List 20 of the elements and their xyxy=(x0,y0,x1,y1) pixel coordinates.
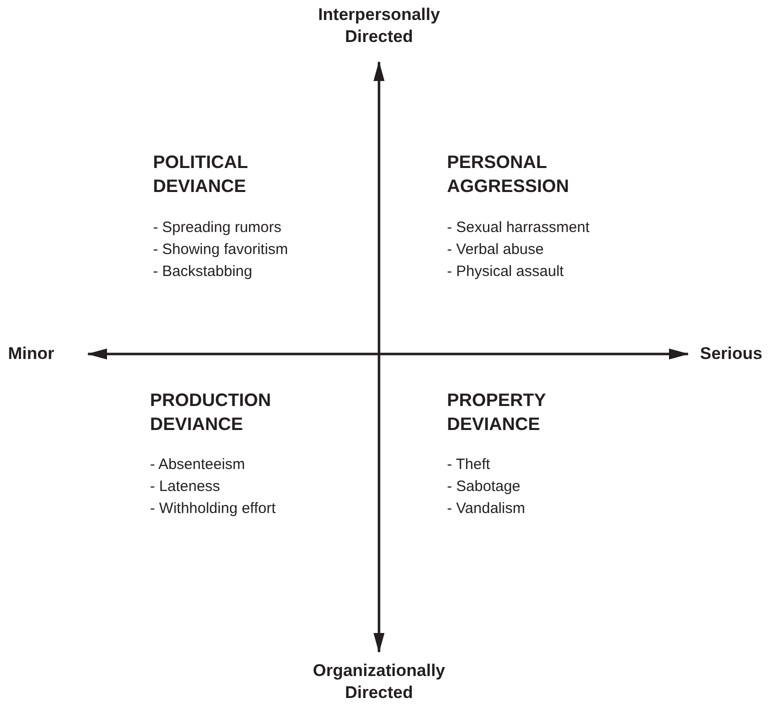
axis-label: Interpersonally Directed xyxy=(317,4,441,48)
quadrant-heading: PERSONAL AGGRESSION xyxy=(447,151,570,198)
list-item: - Spreading rumors xyxy=(153,218,282,238)
quadrant-heading: POLITICAL DEVIANCE xyxy=(153,151,249,198)
list-item: - Withholding effort xyxy=(150,499,276,519)
list-item: - Verbal abuse xyxy=(447,240,544,260)
list-item: - Theft xyxy=(447,455,490,475)
list-item: - Absenteeism xyxy=(150,455,246,475)
axis-label: Organizationally Directed xyxy=(312,660,446,704)
list-item: - Sexual harrassment xyxy=(447,218,590,238)
axis-label: Serious xyxy=(700,343,762,365)
list-item: - Vandalism xyxy=(447,499,526,519)
quadrant-heading: PRODUCTION DEVIANCE xyxy=(150,389,272,436)
list-item: - Backstabbing xyxy=(153,262,252,282)
quadrant-heading: PROPERTY DEVIANCE xyxy=(447,389,547,436)
list-item: - Lateness xyxy=(150,477,220,497)
list-item: - Sabotage xyxy=(447,477,520,497)
list-item: - Physical assault xyxy=(447,262,564,282)
list-item: - Showing favoritism xyxy=(153,240,288,260)
axis-label: Minor xyxy=(8,343,54,365)
